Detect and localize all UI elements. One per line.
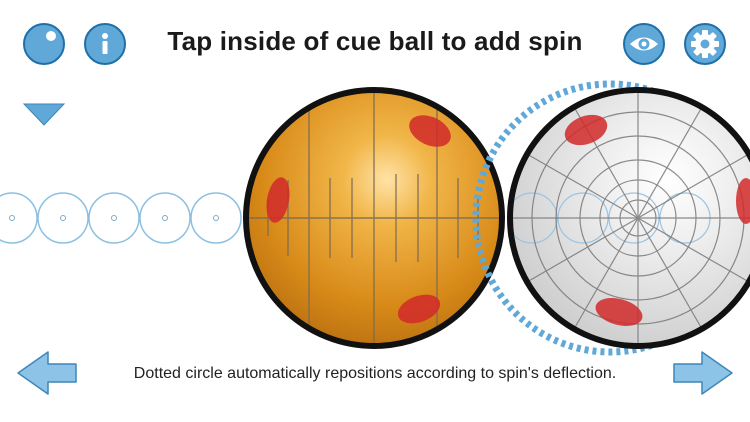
cue-ball[interactable] [507,87,750,349]
arrow-left-icon[interactable] [17,351,77,395]
info-button[interactable] [84,23,126,65]
cue-ball-icon [46,31,56,41]
object-ball[interactable] [243,87,505,349]
triangle-down-icon[interactable] [22,103,66,126]
ball-button[interactable] [23,23,65,65]
ghost-ball [190,192,242,244]
ghost-ball [0,192,38,244]
ghost-ball [139,192,191,244]
arrow-right-icon[interactable] [673,351,733,395]
settings-button[interactable] [684,23,726,65]
gear-icon [691,30,719,58]
ghost-ball-centers [9,215,219,221]
ghost-ball-trail [0,192,242,244]
ghost-ball [37,192,89,244]
page-title: Tap inside of cue ball to add spin [167,26,583,56]
info-icon [102,33,108,54]
ghost-ball [88,192,140,244]
instruction-caption: Dotted circle automatically repositions … [133,365,617,382]
eye-icon [630,37,658,51]
red-spot [266,115,451,324]
view-button[interactable] [623,23,665,65]
red-spot [564,114,750,327]
